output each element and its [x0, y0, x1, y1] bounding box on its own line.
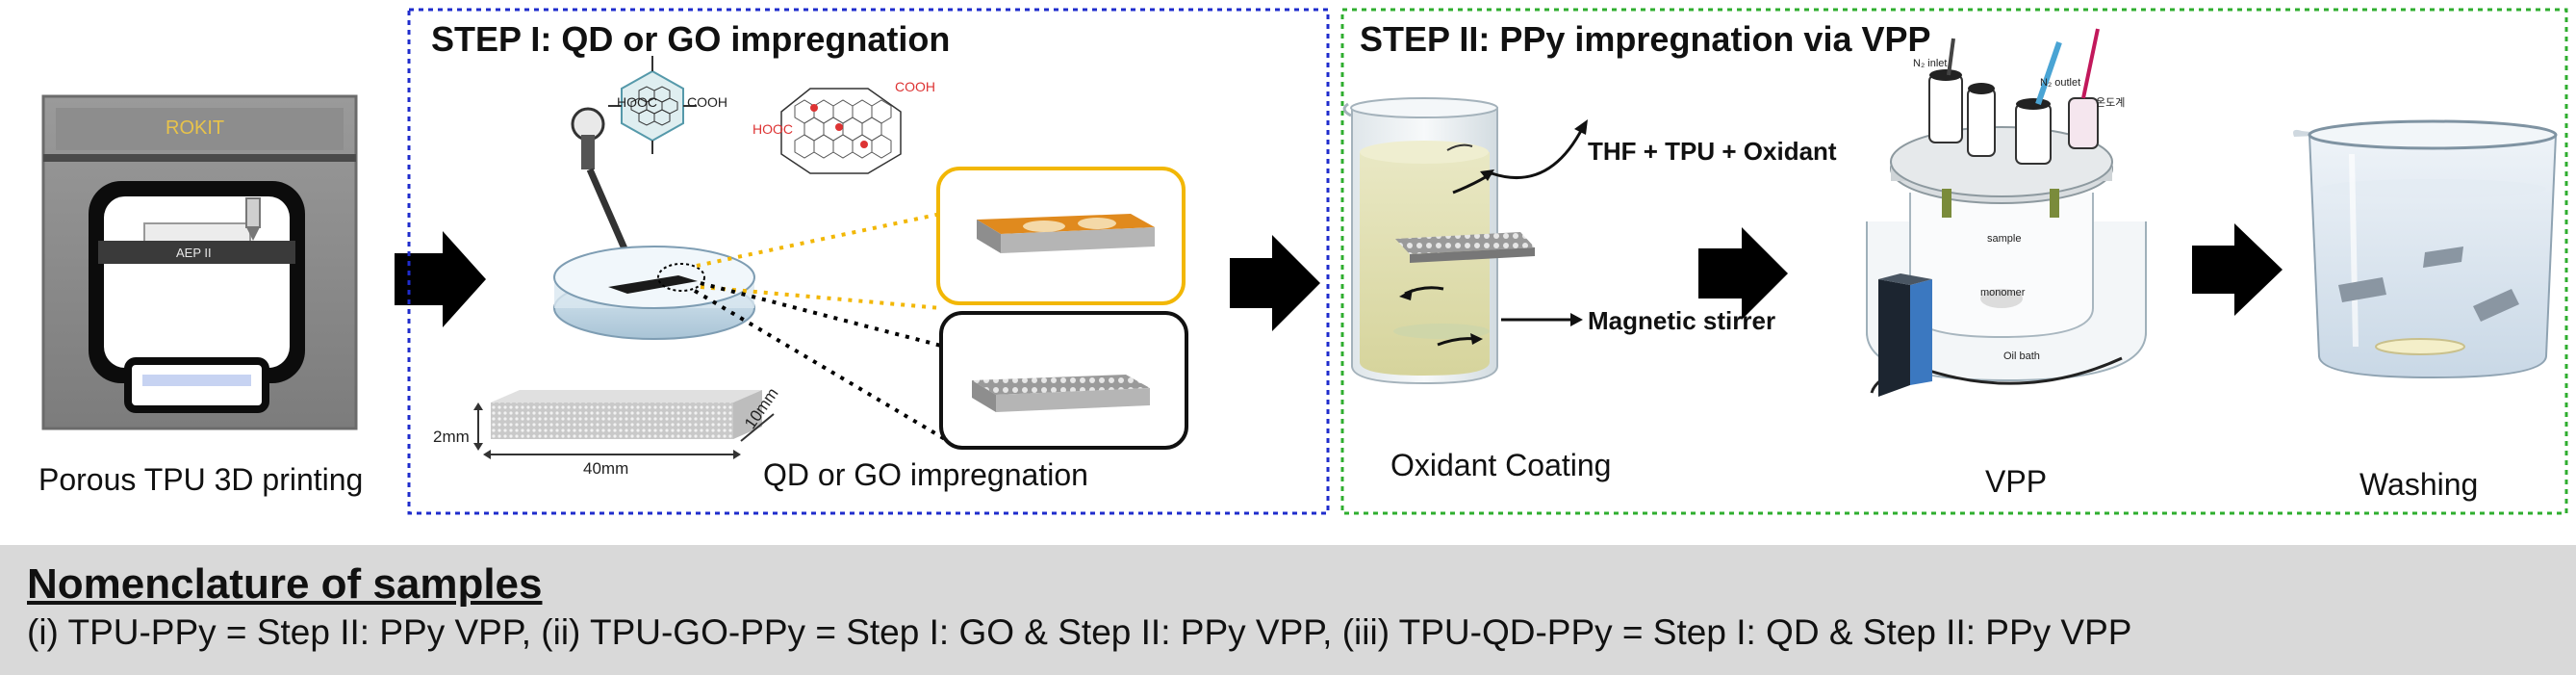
oxidant-caption: Oxidant Coating	[1390, 448, 1612, 482]
scaffold-dimension-drawing	[473, 390, 775, 459]
step1-caption: QD or GO impregnation	[763, 457, 1088, 492]
vpp-label-n2-outlet: N₂ outlet	[2040, 77, 2081, 89]
dim-thickness-label: 2mm	[433, 428, 470, 446]
petri-dish-illustration	[553, 246, 755, 340]
qd-sample-block	[977, 214, 1155, 253]
diagram-canvas	[41, 8, 2568, 515]
go-label-right: COOH	[895, 79, 935, 94]
step2-box	[1340, 8, 2568, 515]
printer-head-label: AEP II	[176, 246, 212, 260]
oxidant-annotation: THF + TPU + Oxidant	[1588, 137, 1837, 166]
qd-molecule-illustration	[608, 56, 697, 154]
step2-title: STEP II: PPy impregnation via VPP	[1360, 19, 1931, 59]
washing-beaker-illustration	[2293, 119, 2558, 379]
vpp-label-monomer: monomer	[1980, 287, 2026, 299]
arrow-vpp-to-washing	[2192, 223, 2283, 316]
stirrer-annotation: Magnetic stirrer	[1588, 306, 1776, 335]
arrow-oxidant-to-vpp	[1698, 227, 1788, 320]
printer-caption: Porous TPU 3D printing	[38, 462, 364, 497]
pipette-illustration	[571, 107, 641, 279]
washing-caption: Washing	[2359, 467, 2479, 502]
vpp-label-sample: sample	[1987, 233, 2022, 245]
vpp-label-oil-bath: Oil bath	[2003, 350, 2040, 362]
go-sample-block	[972, 375, 1150, 412]
nomenclature-panel: Nomenclature of samples (i) TPU-PPy = St…	[0, 545, 2576, 675]
leader-yellow-bottom	[700, 285, 942, 310]
arrow-printer-to-step1	[395, 231, 486, 327]
nomenclature-text: (i) TPU-PPy = Step II: PPy VPP, (ii) TPU…	[27, 612, 2132, 652]
arrow-step1-to-step2	[1230, 235, 1320, 331]
vpp-label-n2-inlet: N₂ inlet	[1913, 58, 1948, 69]
printer-illustration	[41, 94, 358, 430]
go-label-left: HOOC	[752, 121, 793, 137]
qd-label-left: HOOC	[617, 94, 657, 110]
step1-title: STEP I: QD or GO impregnation	[431, 19, 951, 59]
printer-brand-label: ROKIT	[166, 117, 225, 139]
vpp-label-thermometer: 온도계	[2096, 97, 2126, 109]
oxidant-beaker-illustration	[1342, 97, 1588, 385]
nomenclature-title: Nomenclature of samples	[27, 560, 543, 608]
vpp-apparatus-illustration	[1866, 28, 2147, 397]
vpp-caption: VPP	[1985, 464, 2048, 499]
qd-label-right: COOH	[687, 94, 727, 110]
go-sheet-illustration	[780, 88, 902, 174]
dim-length-label: 40mm	[583, 459, 629, 478]
step1-box	[407, 8, 1330, 515]
